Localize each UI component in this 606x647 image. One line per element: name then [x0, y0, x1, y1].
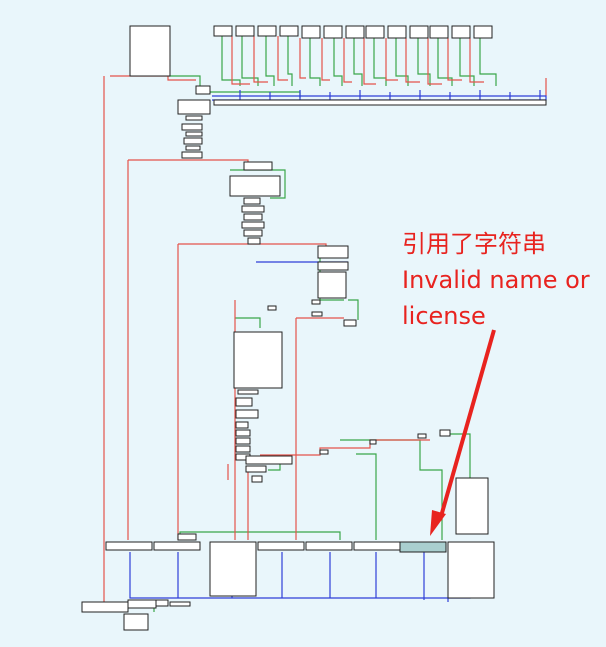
- annotation-line-3: license: [402, 302, 486, 330]
- annotation-callout: 引用了字符串 Invalid name or license: [402, 226, 590, 334]
- annotation-line-2: Invalid name or: [402, 266, 590, 294]
- annotation-line-1: 引用了字符串: [402, 230, 546, 258]
